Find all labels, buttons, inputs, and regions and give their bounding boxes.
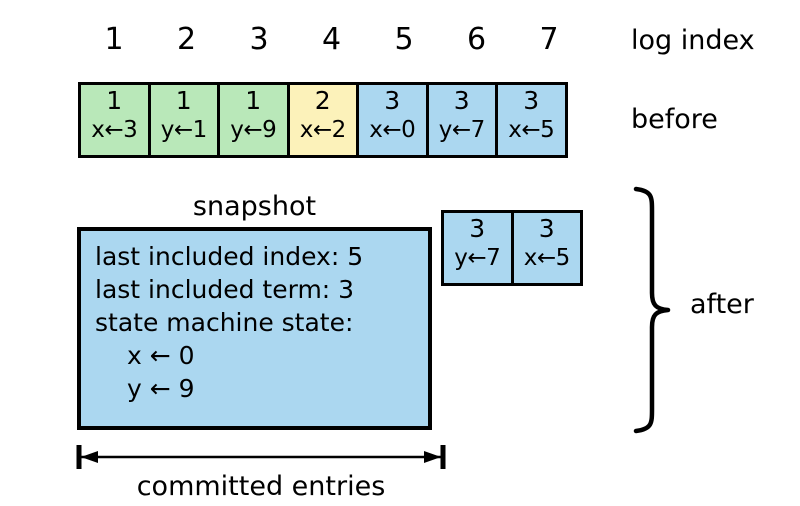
- snapshot-title: snapshot: [192, 191, 317, 222]
- after-brace-icon: [633, 186, 671, 434]
- log-index-tick: 5: [394, 22, 414, 57]
- log-entry-term: 2: [314, 86, 331, 115]
- after-caption: after: [690, 289, 754, 320]
- log-index-tick: 2: [176, 22, 197, 57]
- log-entry-term: 1: [245, 86, 262, 115]
- log-entry-term: 3: [453, 86, 470, 115]
- log-entry-term: 3: [523, 86, 540, 115]
- after-log-row: 3 y←7 3 x←5: [441, 210, 583, 286]
- log-entry[interactable]: 1 x←3: [78, 82, 151, 158]
- log-entry-command: x←3: [91, 117, 138, 143]
- committed-entries-arrow-icon: [76, 445, 446, 469]
- log-entry[interactable]: 1 y←1: [147, 82, 220, 158]
- before-log-row: 1 x←3 1 y←1 1 y←9 2 x←2 3 x←0 3 y←7 3 x←…: [78, 82, 568, 158]
- snapshot-state-var-y: y ← 9: [127, 374, 195, 403]
- log-entry[interactable]: 2 x←2: [286, 82, 359, 158]
- log-index-tick: 6: [466, 22, 487, 57]
- log-entry[interactable]: 1 y←9: [217, 82, 290, 158]
- log-entry[interactable]: 3 y←7: [441, 210, 514, 286]
- log-entry-command: y←1: [160, 117, 208, 143]
- before-caption: before: [631, 104, 718, 135]
- log-index-tick: 1: [104, 22, 124, 57]
- log-entry-command: x←5: [508, 117, 555, 143]
- log-entry[interactable]: 3 x←0: [356, 82, 429, 158]
- snapshot-box[interactable]: last included index: 5 last included ter…: [77, 227, 432, 430]
- log-entry-term: 3: [469, 214, 486, 243]
- log-entry-command: x←2: [299, 117, 347, 143]
- log-index-tick: 4: [321, 22, 342, 57]
- log-entry-term: 3: [384, 86, 401, 115]
- log-entry-command: x←5: [523, 245, 571, 271]
- log-entry-term: 1: [106, 86, 123, 115]
- snapshot-last-included-index: last included index: 5: [95, 242, 364, 271]
- log-entry[interactable]: 3 x←5: [510, 210, 583, 286]
- log-entry-command: x←0: [369, 117, 416, 143]
- snapshot-state-machine-heading: state machine state:: [95, 308, 354, 337]
- log-entry-term: 1: [175, 86, 192, 115]
- log-entry-command: y←7: [454, 245, 501, 271]
- log-entry-term: 3: [538, 214, 555, 243]
- snapshot-state-var-x: x ← 0: [127, 341, 195, 370]
- log-entry[interactable]: 3 y←7: [425, 82, 498, 158]
- log-index-tick: 3: [249, 22, 269, 57]
- log-entry-command: y←9: [230, 117, 277, 143]
- log-index-tick: 7: [539, 22, 559, 57]
- committed-entries-label: committed entries: [136, 471, 386, 502]
- log-index-caption: log index: [631, 25, 755, 56]
- snapshot-last-included-term: last included term: 3: [95, 275, 355, 304]
- log-entry[interactable]: 3 x←5: [495, 82, 568, 158]
- log-entry-command: y←7: [438, 117, 486, 143]
